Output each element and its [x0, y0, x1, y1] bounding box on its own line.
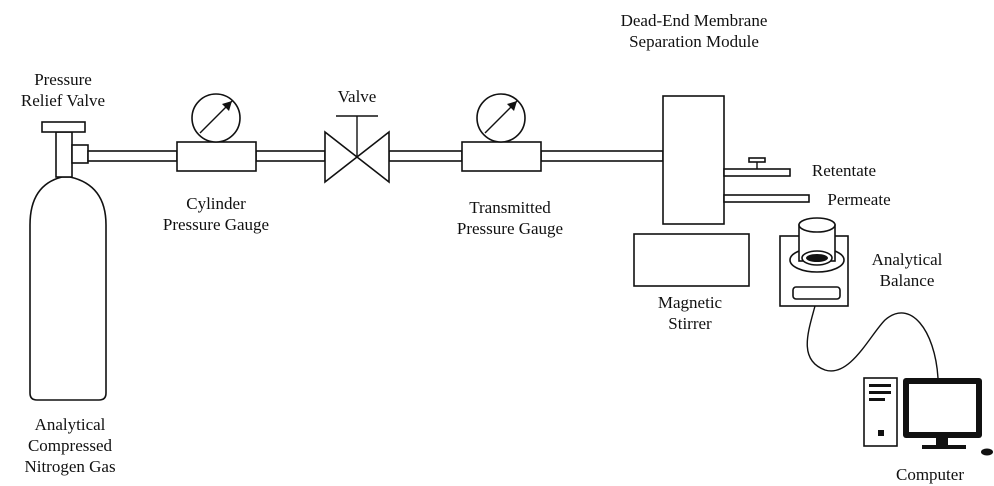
transmitted-pressure-gauge-label: Transmitted Pressure Gauge — [437, 197, 583, 239]
gauge-needle-icon — [222, 101, 232, 111]
magnetic-stirrer — [633, 233, 750, 287]
label-line: Stirrer — [668, 314, 712, 333]
pressure-relief-valve-label: Pressure Relief Valve — [15, 69, 111, 111]
retentate-outlet — [723, 157, 791, 177]
transmitted-pressure-gauge — [461, 93, 542, 172]
gauge-needle-icon — [507, 101, 517, 111]
label-line: Transmitted — [469, 198, 551, 217]
label-line: Pressure Gauge — [456, 219, 564, 238]
label-line: Analytical — [871, 250, 943, 269]
computer-label: Computer — [896, 465, 964, 484]
label-line: Nitrogen Gas — [24, 457, 116, 476]
collected-permeate — [806, 254, 828, 262]
valve-label: Valve — [337, 87, 377, 106]
analytical-balance — [779, 217, 849, 307]
balance-computer-cable — [806, 305, 939, 379]
label-line: Relief Valve — [20, 91, 106, 110]
label-line: Analytical — [34, 415, 106, 434]
label-line: Compressed — [27, 436, 113, 455]
membrane-module-label: Dead-End Membrane Separation Module — [604, 10, 784, 52]
cylinder-pressure-gauge — [176, 93, 257, 172]
nitrogen-gas-cylinder — [29, 131, 107, 401]
permeate-outlet — [723, 194, 810, 203]
label-line: Magnetic — [657, 293, 723, 312]
label-line: Separation Module — [629, 32, 759, 51]
valve — [324, 115, 390, 184]
gas-cylinder-label: Analytical Compressed Nitrogen Gas — [2, 414, 138, 477]
label-line: Balance — [879, 271, 935, 290]
label-line: Pressure — [34, 70, 92, 89]
analytical-balance-label: Analytical Balance — [857, 249, 957, 291]
magnetic-stirrer-label: Magnetic Stirrer — [640, 292, 740, 334]
pressure-relief-valve — [41, 121, 89, 164]
computer — [863, 377, 993, 456]
label-line: Pressure Gauge — [162, 215, 270, 234]
label-line: Cylinder — [186, 194, 246, 213]
mouse-icon — [981, 448, 993, 456]
cylinder-pressure-gauge-label: Cylinder Pressure Gauge — [143, 193, 289, 235]
permeate-label: Permeate — [827, 190, 891, 209]
membrane-separation-module — [662, 95, 725, 225]
label-line: Dead-End Membrane — [620, 11, 768, 30]
retentate-label: Retentate — [811, 161, 877, 180]
